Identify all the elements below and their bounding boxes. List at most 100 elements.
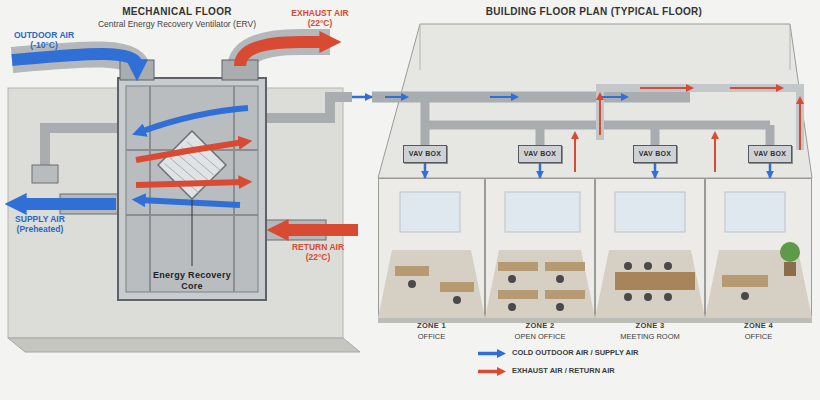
chair [644,262,652,270]
chair [453,296,461,304]
zone-use: OFFICE [379,332,484,341]
room-floor [485,250,595,318]
return-duct [600,88,800,150]
chair [664,293,672,301]
air-flow-connector [539,163,542,178]
zone-room: ZONE 1OFFICE [378,178,485,318]
supply-flow-arrow [385,96,405,98]
panel-heading: BUILDING FLOOR PLAN (TYPICAL FLOOR) [372,6,816,17]
vav-box: VAV BOX [633,145,677,163]
chair [624,262,632,270]
chair [556,303,564,311]
return-flow-arrow [640,87,690,89]
room-floor [595,250,705,318]
desk [545,290,585,299]
air-flow-connector [769,163,772,178]
supply-duct [266,97,352,118]
core-supply-flow [140,200,240,205]
air-flow-connector [352,96,372,99]
desk [545,262,585,271]
supply-main-duct [372,92,690,103]
return-flow-arrow [574,135,576,172]
zone-number: ZONE 4 [706,321,811,330]
return-flow-arrow [714,135,716,172]
pipe-fitting [32,165,58,183]
zone-number: ZONE 1 [379,321,484,330]
return-flow-arrow [799,100,801,150]
window [400,192,460,232]
zone-room: ZONE 3MEETING ROOM [595,178,705,318]
desk [498,262,538,271]
chair [644,293,652,301]
concrete-slab [8,338,360,352]
core-supply-flow [140,108,248,132]
erv-cabinet [118,78,266,300]
desk [722,275,768,287]
frame-shelf [126,214,258,216]
chair [556,275,564,283]
chair [664,262,672,270]
node-label: VAV BOX [404,150,446,157]
outdoor-air-arrow [12,54,137,66]
air-flow-connector [424,163,427,178]
vav-box: VAV BOX [403,145,447,163]
supply-flow-arrow [600,96,625,98]
zone-use: OPEN OFFICE [486,332,594,341]
desk [498,290,538,299]
legend-swatch [478,367,506,376]
pipe [45,128,118,165]
node-label: VAV BOX [519,150,561,157]
zone-number: ZONE 3 [596,321,704,330]
meeting-table [615,272,695,290]
leader-line [192,200,193,266]
chair [741,292,749,300]
energy-recovery-core: Energy Recovery Core [157,130,227,200]
return-air-arrow [282,224,358,236]
chair [408,280,416,288]
zone-use: OFFICE [706,332,811,341]
exhaust-air-arrow [240,42,326,66]
chair [624,293,632,301]
vav-box: VAV BOX [518,145,562,163]
panel-subheading: Central Energy Recovery Ventilator (ERV) [2,19,352,29]
core-exhaust-flow [136,142,244,160]
zone-room: ZONE 4OFFICE [705,178,812,318]
window [725,192,785,232]
diamond-outline [157,130,227,200]
zone-number: ZONE 2 [486,321,594,330]
panel-heading: MECHANICAL FLOOR [2,6,352,17]
chair [508,275,516,283]
frame-post [149,86,151,292]
desk [440,282,474,292]
window [505,192,580,232]
chair [508,303,516,311]
zone-use: MEETING ROOM [596,332,704,341]
legend-swatch [478,349,506,358]
outdoor-air-duct [12,54,137,70]
legend-text: EXHAUST AIR / RETURN AIR [512,366,615,376]
supply-air-arrow [20,198,116,210]
floor-plan-panel: BUILDING FLOOR PLAN (TYPICAL FLOOR) VAV B… [372,2,816,394]
supply-flow-arrow [490,96,515,98]
room-floor [378,250,485,318]
window [615,192,685,232]
room-floor [705,250,812,318]
air-flow-connector [654,163,657,178]
core-diamond [158,131,226,199]
core-plate [165,164,199,193]
wall-edge [420,24,421,70]
mechanical-floor-panel: MECHANICAL FLOOR Central Energy Recovery … [2,2,352,394]
return-flow-arrow [730,87,780,89]
plant [780,242,800,262]
core-exhaust-flow [136,182,244,185]
frame-post [233,86,235,292]
legend-text: COLD OUTDOOR AIR / SUPPLY AIR [512,348,639,358]
wall-edge [790,24,791,70]
desk [395,266,429,276]
erv-inner-frame [126,86,258,292]
return-flow-arrow [599,96,601,135]
node-label: VAV BOX [634,150,676,157]
air-label: EXHAUST AIR (22°C) [282,8,358,28]
